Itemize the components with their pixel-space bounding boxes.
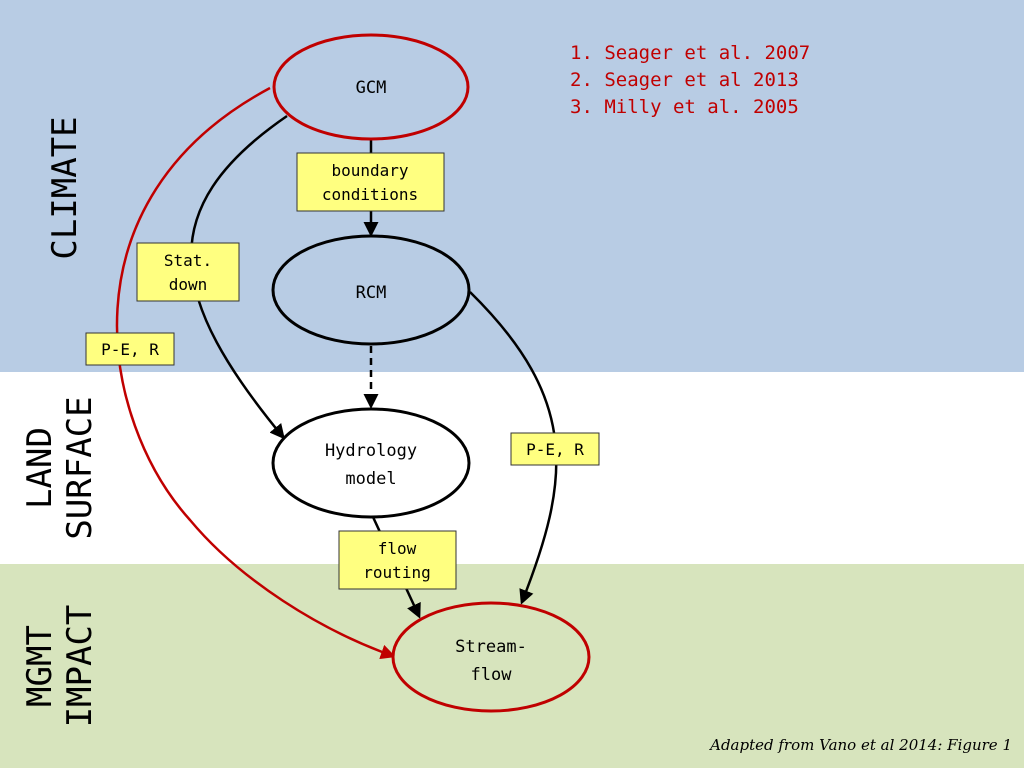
streamflow-node-label-line2: flow bbox=[471, 665, 513, 685]
boundary-conditions-line2: conditions bbox=[322, 185, 418, 204]
climate-band bbox=[0, 0, 1024, 372]
boundary-conditions-box: boundary conditions bbox=[296, 152, 445, 212]
gcm-node: GCM bbox=[272, 33, 470, 141]
hydrology-node-label-line1: Hydrology bbox=[325, 441, 417, 461]
stat-down-line2: down bbox=[169, 275, 208, 294]
reference-list: 1. Seager et al. 2007 2. Seager et al 20… bbox=[570, 40, 810, 121]
rcm-node: RCM bbox=[271, 234, 471, 346]
flow-routing-line1: flow bbox=[378, 539, 417, 558]
boundary-conditions-line1: boundary bbox=[331, 161, 408, 180]
gcm-to-streamflow-red-arrow bbox=[115, 86, 396, 660]
streamflow-node: Stream- flow bbox=[391, 601, 591, 713]
land-surface-band bbox=[0, 372, 1024, 564]
reference-item: 1. Seager et al. 2007 bbox=[570, 42, 811, 64]
rcm-node-label: RCM bbox=[356, 283, 387, 303]
hydrology-model-node: Hydrology model bbox=[271, 407, 471, 519]
stat-down-box: Stat. down bbox=[136, 242, 240, 302]
pe-r-right-label: P-E, R bbox=[526, 440, 584, 459]
pe-r-left-label: P-E, R bbox=[101, 340, 159, 359]
flow-routing-line2: routing bbox=[363, 563, 430, 582]
source-credit: Adapted from Vano et al 2014: Figure 1 bbox=[710, 736, 1012, 754]
hydrology-node-label-line2: model bbox=[345, 469, 396, 489]
gcm-node-label: GCM bbox=[356, 78, 387, 98]
streamflow-node-label-line1: Stream- bbox=[455, 637, 527, 657]
stat-down-line1: Stat. bbox=[164, 251, 212, 270]
flow-routing-box: flow routing bbox=[338, 530, 457, 590]
pe-r-left-box: P-E, R bbox=[85, 332, 175, 366]
pe-r-right-box: P-E, R bbox=[510, 432, 600, 466]
reference-item: 2. Seager et al 2013 bbox=[570, 69, 799, 91]
reference-item: 3. Milly et al. 2005 bbox=[570, 96, 799, 118]
